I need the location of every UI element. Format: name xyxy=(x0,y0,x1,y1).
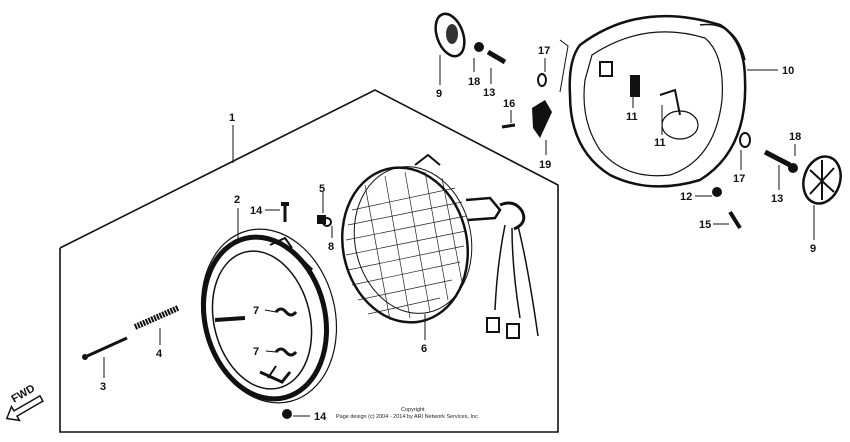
nut-12[interactable] xyxy=(712,187,722,197)
callout-14b: 14 xyxy=(314,411,327,423)
screw-4[interactable] xyxy=(133,305,180,330)
reflector-9-right[interactable] xyxy=(797,152,846,209)
screw-3[interactable] xyxy=(82,336,128,360)
fwd-arrow: FWD xyxy=(5,382,44,422)
bracket-19[interactable] xyxy=(532,100,552,138)
callout-4: 4 xyxy=(156,348,163,360)
assembly-outline xyxy=(59,89,559,433)
washer-8[interactable] xyxy=(322,217,332,227)
copyright-line1: Copyright xyxy=(401,407,425,413)
callout-12: 12 xyxy=(680,191,692,203)
callout-13a: 13 xyxy=(483,87,495,99)
collar-18-right[interactable] xyxy=(788,163,798,173)
copyright-line2: Page design (c) 2004 - 2014 by ARI Netwo… xyxy=(336,414,480,420)
callout-17a: 17 xyxy=(538,45,550,57)
screw-14b[interactable] xyxy=(282,409,292,419)
sealed-beam-unit[interactable] xyxy=(328,153,539,339)
screw-14a[interactable] xyxy=(281,202,289,222)
screw-15[interactable] xyxy=(728,210,742,230)
leader-lines xyxy=(103,39,815,417)
callout-13b: 13 xyxy=(771,193,783,205)
callout-1: 1 xyxy=(229,112,235,124)
washer-17-right[interactable] xyxy=(739,132,751,148)
reflector-9-left[interactable] xyxy=(430,10,469,60)
callout-15: 15 xyxy=(699,219,711,231)
headlight-rim[interactable] xyxy=(184,215,355,418)
spring-7a[interactable] xyxy=(274,307,298,317)
callout-7b: 7 xyxy=(253,346,259,358)
callout-9a: 9 xyxy=(436,88,442,100)
callout-14a: 14 xyxy=(250,205,263,217)
callout-3: 3 xyxy=(100,381,106,393)
callout-18a: 18 xyxy=(468,76,480,88)
copyright: Copyright Page design (c) 2004 - 2014 by… xyxy=(336,407,480,420)
callout-18b: 18 xyxy=(789,131,801,143)
callout-10: 10 xyxy=(782,65,794,77)
callout-labels: 1 2 3 4 5 8 6 7 7 14 14 9 18 13 17 16 19… xyxy=(100,45,816,423)
callout-11a: 11 xyxy=(626,111,638,123)
callout-16: 16 xyxy=(503,98,515,110)
nut-5[interactable] xyxy=(317,215,326,224)
screw-16[interactable] xyxy=(501,123,516,129)
washer-17-left[interactable] xyxy=(537,73,547,87)
headlight-case[interactable] xyxy=(568,14,747,188)
callout-17b: 17 xyxy=(733,173,745,185)
callout-9b: 9 xyxy=(810,243,816,255)
bolt-13-left[interactable] xyxy=(486,49,507,65)
callout-2: 2 xyxy=(234,194,240,206)
callout-6: 6 xyxy=(421,343,427,355)
callout-8: 8 xyxy=(328,241,334,253)
callout-7a: 7 xyxy=(253,305,259,317)
spring-7b[interactable] xyxy=(274,347,298,357)
callout-11b: 11 xyxy=(654,137,666,149)
callout-19: 19 xyxy=(539,159,551,171)
bolt-13-right[interactable] xyxy=(763,149,792,168)
collar-18-left[interactable] xyxy=(474,42,484,52)
callout-5: 5 xyxy=(319,183,325,195)
